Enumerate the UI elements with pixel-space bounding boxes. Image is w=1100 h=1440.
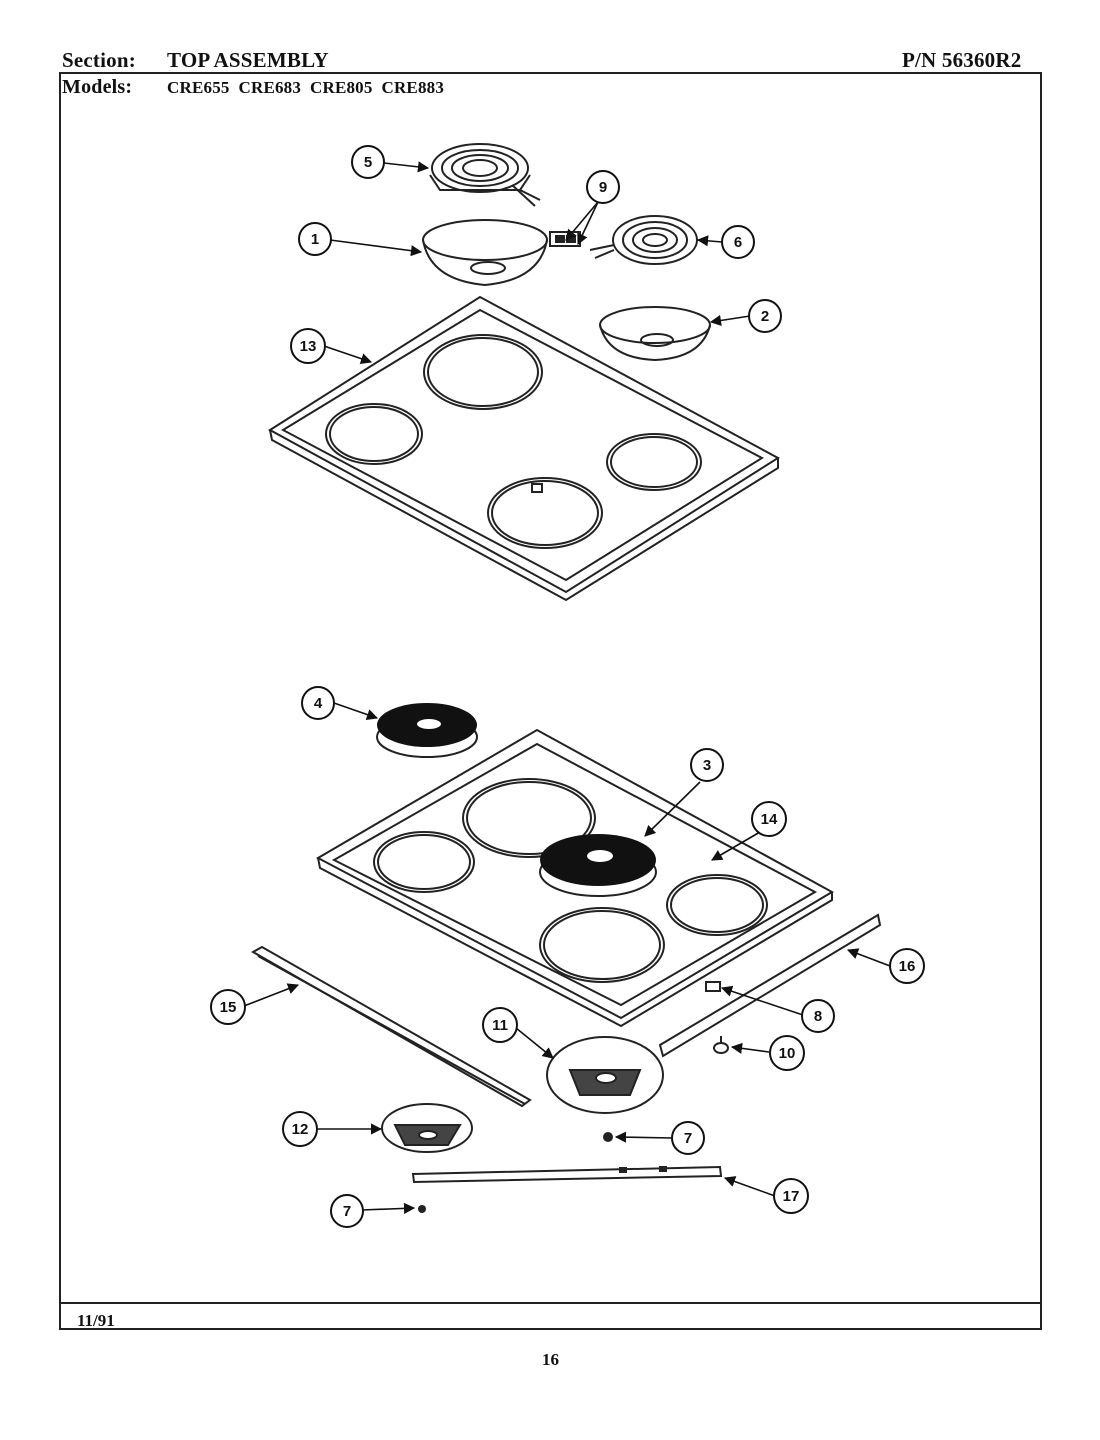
part-number: P/N 56360R2 — [902, 48, 1022, 72]
svg-text:12: 12 — [292, 1121, 309, 1138]
section-label: Section: — [62, 48, 136, 72]
svg-text:16: 16 — [899, 958, 916, 975]
page-number: 16 — [542, 1350, 559, 1369]
callout-6: 6 — [721, 225, 755, 259]
svg-text:2: 2 — [761, 308, 769, 325]
svg-text:10: 10 — [779, 1045, 796, 1062]
svg-text:7: 7 — [684, 1130, 692, 1147]
drip-pan-large — [422, 219, 548, 287]
callout-2: 2 — [748, 299, 782, 333]
callout-7-lower: 7 — [330, 1194, 364, 1228]
nut-lower — [418, 1205, 426, 1213]
surface-element-small — [589, 215, 698, 265]
models-label: Models: — [62, 76, 133, 98]
callout-16: 16 — [889, 948, 925, 984]
callout-5: 5 — [351, 145, 385, 179]
svg-text:13: 13 — [300, 338, 317, 355]
models-list: CRE655 CRE683 CRE805 CRE883 — [167, 78, 445, 97]
diagram-frame — [59, 72, 1042, 1330]
callout-14: 14 — [751, 801, 787, 837]
svg-text:9: 9 — [599, 179, 607, 196]
callout-4: 4 — [301, 686, 335, 720]
svg-text:11: 11 — [492, 1017, 508, 1034]
revision-date: 11/91 — [77, 1311, 115, 1330]
svg-text:4: 4 — [314, 695, 323, 712]
drip-pan-small — [599, 306, 711, 362]
svg-text:3: 3 — [703, 757, 711, 774]
support-bar — [411, 1165, 723, 1184]
main-top-solid-model — [315, 728, 835, 1028]
burner-bracket-large — [546, 1036, 664, 1114]
clip — [705, 981, 721, 992]
callout-8: 8 — [801, 999, 835, 1033]
screw — [713, 1036, 729, 1054]
surface-element-large — [429, 143, 541, 207]
svg-text:7: 7 — [343, 1203, 351, 1220]
section-title: TOP ASSEMBLY — [167, 48, 329, 72]
trim-strip-left — [250, 945, 532, 1108]
svg-text:5: 5 — [364, 154, 372, 171]
terminal-block — [549, 231, 581, 247]
callout-17: 17 — [773, 1178, 809, 1214]
callout-7-upper: 7 — [671, 1121, 705, 1155]
svg-text:15: 15 — [220, 999, 237, 1016]
svg-text:6: 6 — [734, 234, 742, 251]
solid-element-small — [376, 703, 478, 758]
callout-1: 1 — [298, 222, 332, 256]
svg-text:8: 8 — [814, 1008, 822, 1025]
callout-12: 12 — [282, 1111, 318, 1147]
callout-15: 15 — [210, 989, 246, 1025]
callout-13: 13 — [290, 328, 326, 364]
main-top-coil-model — [268, 295, 780, 602]
burner-bracket-small — [381, 1103, 473, 1153]
svg-text:1: 1 — [311, 231, 319, 248]
footer-divider — [59, 1302, 1042, 1304]
trim-strip-right — [658, 913, 882, 1058]
callout-3: 3 — [690, 748, 724, 782]
callout-9: 9 — [586, 170, 620, 204]
callout-11: 11 — [482, 1007, 518, 1043]
svg-text:14: 14 — [761, 811, 778, 828]
callout-10: 10 — [769, 1035, 805, 1071]
nut-upper — [603, 1132, 613, 1142]
svg-text:17: 17 — [783, 1188, 800, 1205]
solid-element-large — [539, 834, 657, 897]
